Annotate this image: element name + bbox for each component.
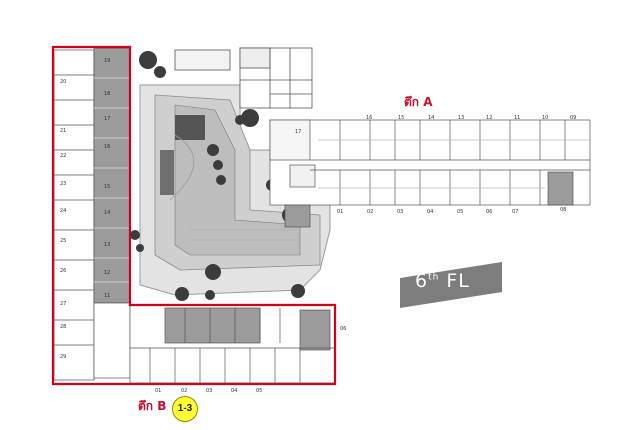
unit-b-south-1: 02 bbox=[181, 388, 187, 394]
unit-a-north-0: 17 bbox=[295, 129, 301, 135]
floor-label-plate bbox=[400, 262, 502, 308]
unit-b-east-1: 18 bbox=[104, 91, 110, 97]
unit-b-south-3: 04 bbox=[231, 388, 237, 394]
unit-a-north-3: 14 bbox=[428, 115, 434, 121]
unit-badge: 1-3 bbox=[172, 396, 198, 422]
unit-a-south-7: 08 bbox=[560, 207, 566, 213]
floor-suffix: th bbox=[428, 272, 440, 283]
courtyard bbox=[139, 84, 331, 296]
unit-a-north-2: 15 bbox=[398, 115, 404, 121]
unit-b-south-5: 06 bbox=[340, 326, 346, 332]
building-a-label: ตึก A bbox=[404, 95, 433, 109]
unit-b-east-7: 12 bbox=[104, 270, 110, 276]
unit-b-east-8: 11 bbox=[104, 293, 110, 299]
floor-number: 6 bbox=[415, 270, 429, 292]
unit-b-east-0: 19 bbox=[104, 58, 110, 64]
unit-a-north-5: 12 bbox=[486, 115, 492, 121]
pavilion bbox=[175, 115, 205, 140]
pool bbox=[160, 150, 174, 195]
building-b-west bbox=[53, 47, 131, 381]
building-b-south bbox=[129, 304, 336, 384]
unit-b-west-9: 29 bbox=[60, 354, 66, 360]
service-block bbox=[174, 47, 313, 109]
unit-b-west-3: 23 bbox=[60, 181, 66, 187]
unit-b-west-5: 25 bbox=[60, 238, 66, 244]
building-b-label: ตึก B bbox=[138, 399, 167, 413]
unit-a-south-4: 05 bbox=[457, 209, 463, 215]
building-b-highlight bbox=[51, 45, 337, 386]
unit-b-east-3: 16 bbox=[104, 144, 110, 150]
unit-b-west-7: 27 bbox=[60, 301, 66, 307]
building-b-south-unit-numbers: 01 02 03 04 05 06 bbox=[155, 326, 346, 394]
floor-unit: FL bbox=[446, 270, 470, 292]
unit-b-south-4: 05 bbox=[256, 388, 262, 394]
unit-b-west-4: 24 bbox=[60, 208, 66, 214]
building-a-unit-numbers: 17 16 15 14 13 12 11 10 09 01 02 03 04 0… bbox=[295, 115, 576, 215]
unit-a-north-1: 16 bbox=[366, 115, 372, 121]
building-b-west-unit-numbers: 20 21 22 23 24 25 26 27 28 29 19 18 17 1… bbox=[60, 58, 110, 360]
unit-a-south-2: 03 bbox=[397, 209, 403, 215]
floor-label: 6th FL bbox=[415, 270, 470, 292]
unit-b-east-4: 15 bbox=[104, 184, 110, 190]
unit-a-north-7: 10 bbox=[542, 115, 548, 121]
unit-a-south-5: 06 bbox=[486, 209, 492, 215]
unit-a-south-3: 04 bbox=[427, 209, 433, 215]
unit-a-north-4: 13 bbox=[458, 115, 464, 121]
unit-b-west-2: 22 bbox=[60, 153, 66, 159]
unit-a-south-0: 01 bbox=[337, 209, 343, 215]
unit-b-east-5: 14 bbox=[104, 210, 110, 216]
unit-a-south-1: 02 bbox=[367, 209, 373, 215]
unit-b-south-2: 03 bbox=[206, 388, 212, 394]
unit-b-west-6: 26 bbox=[60, 268, 66, 274]
unit-b-west-8: 28 bbox=[60, 324, 66, 330]
unit-b-south-0: 01 bbox=[155, 388, 161, 394]
unit-a-south-6: 07 bbox=[512, 209, 518, 215]
unit-b-east-6: 13 bbox=[104, 242, 110, 248]
unit-a-north-8: 09 bbox=[570, 115, 576, 121]
unit-b-east-2: 17 bbox=[104, 116, 110, 122]
unit-b-west-0: 20 bbox=[60, 79, 66, 85]
building-a bbox=[269, 119, 591, 228]
unit-a-north-6: 11 bbox=[514, 115, 520, 121]
unit-b-west-1: 21 bbox=[60, 128, 66, 134]
